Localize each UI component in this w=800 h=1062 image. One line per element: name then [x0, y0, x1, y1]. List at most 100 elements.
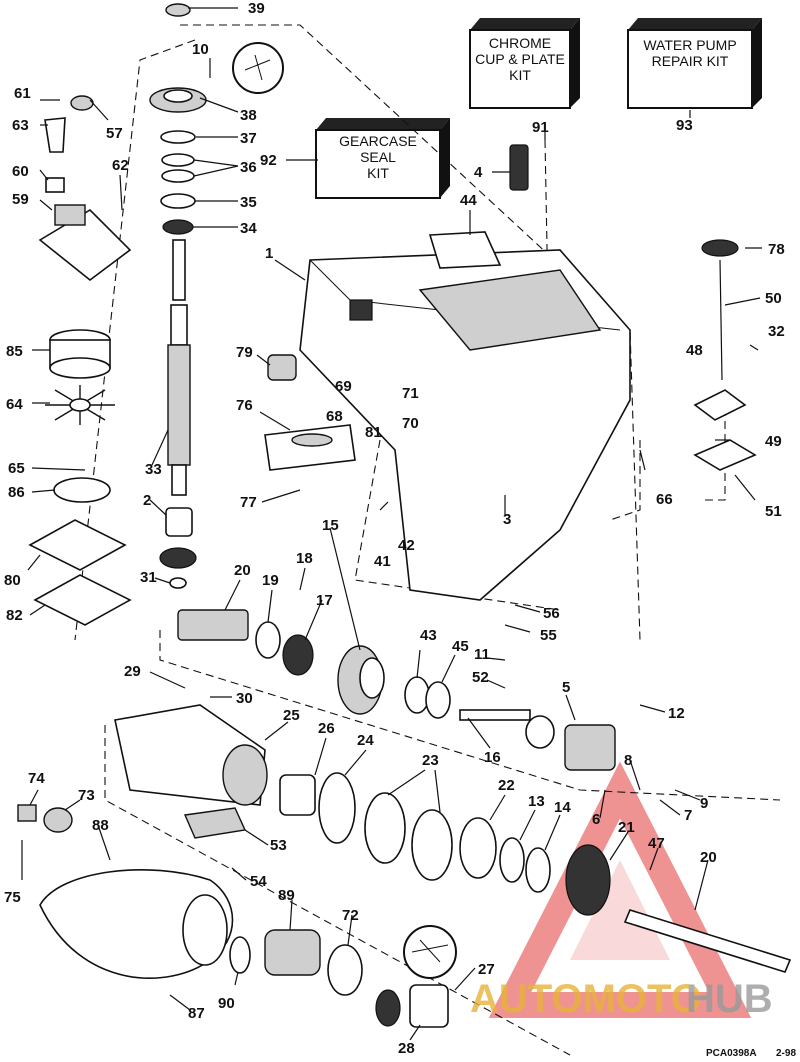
callout-55: 55 — [540, 627, 557, 644]
callout-75: 75 — [4, 889, 21, 906]
callout-45: 45 — [452, 638, 469, 655]
inset-detail-bottom — [403, 925, 457, 979]
callout-24: 24 — [357, 732, 374, 749]
leader-lines — [21, 7, 762, 1041]
callout-53: 53 — [270, 837, 287, 854]
callout-33: 33 — [145, 461, 162, 478]
callout-49: 49 — [765, 433, 782, 450]
callout-35: 35 — [240, 194, 257, 211]
callout-59: 59 — [12, 191, 29, 208]
callout-93: 93 — [676, 117, 693, 134]
watermark-logo — [488, 761, 752, 1018]
callout-37: 37 — [240, 130, 257, 147]
o-ring-37 — [160, 130, 196, 144]
washer-90 — [229, 936, 251, 974]
chrome-kit-line-2: CUP & PLATE — [475, 51, 565, 67]
callout-18: 18 — [296, 550, 313, 567]
seal-27 — [375, 989, 401, 1027]
chrome-kit-line-3: KIT — [509, 67, 531, 83]
callout-78: 78 — [768, 241, 785, 258]
water-pump-housing-59 — [38, 204, 132, 282]
callout-1: 1 — [265, 245, 273, 262]
impeller-85 — [49, 329, 111, 379]
callout-85: 85 — [6, 343, 23, 360]
grommet-78 — [701, 239, 739, 257]
propeller-88 — [39, 869, 234, 979]
callout-57: 57 — [106, 125, 123, 142]
gasket-82 — [33, 574, 132, 626]
chrome-kit-line-1: CHROME — [489, 35, 551, 51]
callout-68: 68 — [326, 408, 343, 425]
gear-17 — [282, 634, 314, 676]
callout-11: 11 — [474, 646, 490, 663]
callout-60: 60 — [12, 163, 29, 180]
callout-4: 4 — [474, 164, 483, 181]
callout-6: 6 — [592, 811, 600, 828]
callout-32: 32 — [768, 323, 785, 340]
callout-19: 19 — [262, 572, 279, 589]
ring-19 — [255, 621, 281, 659]
callout-73: 73 — [78, 787, 95, 804]
callout-47: 47 — [648, 835, 665, 852]
gasket-51 — [693, 439, 757, 471]
callout-86: 86 — [8, 484, 25, 501]
thrust-bearing-13 — [499, 837, 525, 883]
callout-13: 13 — [528, 793, 545, 810]
callout-20b: 20 — [700, 849, 717, 866]
chrome-cup-plate-kit-box: CHROME CUP & PLATE KIT — [469, 18, 580, 109]
callout-28: 28 — [398, 1040, 415, 1057]
callout-29: 29 — [124, 663, 141, 680]
callout-22: 22 — [498, 777, 515, 794]
trim-tab-76 — [264, 424, 356, 471]
callout-3: 3 — [503, 511, 511, 528]
figure-reference-code: PCA0398A — [706, 1048, 757, 1059]
callout-27: 27 — [478, 961, 495, 978]
callout-66: 66 — [656, 491, 673, 508]
pinion-gear — [159, 547, 197, 569]
callout-5: 5 — [562, 679, 570, 696]
callout-92: 92 — [260, 152, 277, 169]
pump-housing-38 — [149, 87, 207, 113]
insert-57 — [70, 95, 94, 111]
callout-9: 9 — [700, 795, 708, 812]
thrust-washer-22 — [459, 817, 497, 879]
callout-61: 61 — [14, 85, 31, 102]
callout-17: 17 — [316, 592, 333, 609]
drive-shaft-33 — [167, 239, 191, 496]
retaining-rings-23 — [364, 792, 453, 881]
thrust-hub-89 — [264, 929, 321, 976]
callout-63: 63 — [12, 117, 29, 134]
anode-4 — [509, 144, 529, 191]
callout-80: 80 — [4, 572, 21, 589]
callout-74: 74 — [28, 770, 45, 787]
washer-45 — [425, 681, 451, 719]
impeller-64 — [45, 385, 115, 425]
callout-79: 79 — [236, 344, 253, 361]
callout-69: 69 — [335, 378, 352, 395]
nut-31 — [169, 577, 187, 589]
callout-90: 90 — [218, 995, 235, 1012]
bearing-26 — [279, 774, 316, 816]
nut-74 — [17, 804, 37, 822]
callout-52: 52 — [472, 669, 489, 686]
washer-14 — [525, 847, 551, 893]
water-pump-kit-line-1: WATER PUMP — [643, 37, 736, 53]
callout-12: 12 — [668, 705, 685, 722]
callout-48: 48 — [686, 342, 703, 359]
plate-80 — [28, 519, 127, 571]
callout-50: 50 — [765, 290, 782, 307]
bracket-48 — [693, 389, 747, 421]
callout-21: 21 — [618, 819, 635, 836]
callout-88: 88 — [92, 817, 109, 834]
bearing-housing-20 — [177, 609, 249, 641]
watermark-word-2: HUB — [686, 977, 773, 1021]
callout-65: 65 — [8, 460, 25, 477]
callout-44: 44 — [460, 192, 477, 209]
callout-89: 89 — [278, 887, 295, 904]
callout-8: 8 — [624, 752, 632, 769]
carrier-25 — [114, 704, 268, 806]
spacer-35 — [160, 193, 196, 209]
gear-21 — [565, 844, 611, 916]
seal-39 — [165, 3, 191, 17]
